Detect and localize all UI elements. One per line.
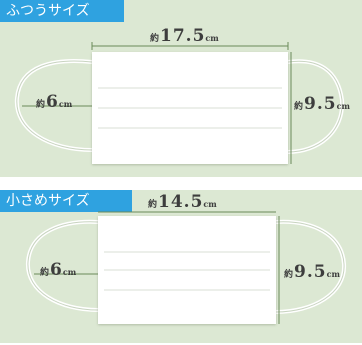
- regular-width-label: 約17.5cm: [150, 26, 219, 46]
- regular-mask-illustration: [14, 42, 345, 164]
- regular-height-label: 約9.5cm: [294, 94, 350, 114]
- small-mask-illustration: [25, 211, 347, 324]
- regular-ear-label: 約6cm: [36, 92, 73, 112]
- regular-size-tag: ふつうサイズ: [0, 0, 124, 22]
- small-ear-label: 約6cm: [40, 260, 77, 280]
- small-height-label: 約9.5cm: [284, 262, 340, 282]
- small-size-tag: 小さめサイズ: [0, 190, 132, 212]
- small-width-label: 約14.5cm: [148, 192, 217, 212]
